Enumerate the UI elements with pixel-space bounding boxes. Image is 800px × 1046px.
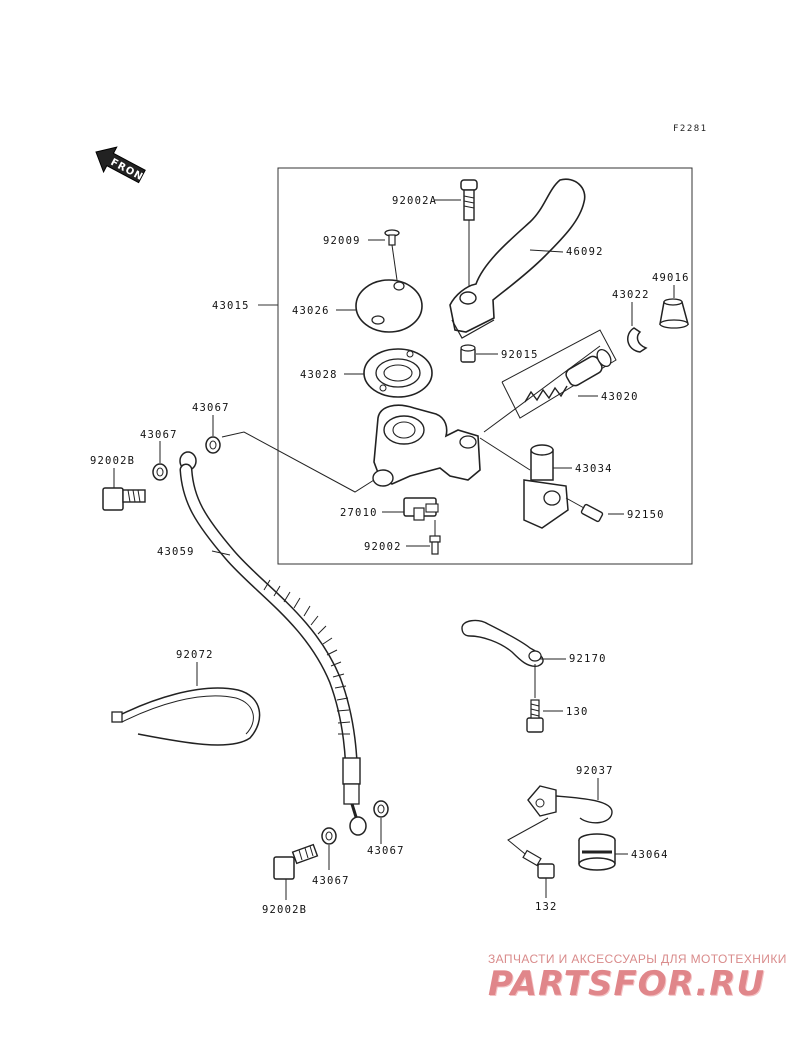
- label-92002B-bottom: 92002B: [262, 904, 307, 916]
- label-92015: 92015: [501, 349, 539, 361]
- label-43064: 43064: [631, 849, 669, 861]
- clamp-92037: [507, 778, 613, 859]
- figure-code: F2281: [673, 124, 708, 134]
- label-130: 130: [566, 706, 589, 718]
- hose-routing-line: [221, 431, 375, 493]
- hose-band-92072: [111, 662, 261, 746]
- label-43067-d: 43067: [312, 875, 350, 887]
- clamp-43034: [479, 437, 569, 529]
- bushing-92015: [460, 344, 476, 363]
- label-43020: 43020: [601, 391, 639, 403]
- washer-43067-c: [373, 800, 389, 844]
- label-43034: 43034: [575, 463, 613, 475]
- brake-lever-46092: [449, 178, 586, 339]
- bolt-130: [526, 699, 563, 733]
- washer-43067-d: [321, 827, 337, 870]
- label-43059: 43059: [157, 546, 195, 558]
- label-27010: 27010: [340, 507, 378, 519]
- bolt-132: [522, 849, 555, 898]
- front-arrow-icon: FRONT: [95, 146, 152, 187]
- washer-43067-b: [152, 441, 168, 481]
- screw-92009: [384, 229, 400, 281]
- label-43026: 43026: [292, 305, 330, 317]
- bolt-92150: [565, 497, 604, 523]
- label-43015: 43015: [212, 300, 250, 312]
- label-92037: 92037: [576, 765, 614, 777]
- label-49016: 49016: [652, 272, 690, 284]
- diaphragm-43028: [363, 348, 433, 398]
- washer-43067-a: [205, 415, 221, 454]
- reservoir-cap-43026: [355, 279, 423, 333]
- grommet-43064: [578, 833, 628, 871]
- label-92170: 92170: [569, 653, 607, 665]
- banjo-bolt-92002B-bottom: [273, 843, 319, 900]
- hose-clamp-92170: [461, 619, 566, 698]
- watermark-tagline: ЗАПЧАСТИ И АКСЕССУАРЫ ДЛЯ МОТОТЕХНИКИ: [488, 952, 787, 966]
- label-92002B-top: 92002B: [90, 455, 135, 467]
- banjo-bolt-92002B-top: [102, 468, 146, 511]
- label-92150: 92150: [627, 509, 665, 521]
- master-cylinder-body: [372, 345, 601, 487]
- label-43022: 43022: [612, 289, 650, 301]
- dust-boot-49016: [659, 285, 689, 329]
- front-arrow-label: FRONT: [109, 157, 152, 187]
- circlip-43022: [627, 302, 648, 353]
- screw-92002: [429, 520, 441, 555]
- label-43067-c: 43067: [367, 845, 405, 857]
- label-92002A: 92002A: [392, 195, 437, 207]
- piston-kit-43020: [501, 329, 617, 419]
- label-92002: 92002: [364, 541, 402, 553]
- watermark-brand-logo: PARTSFOR.RU: [488, 964, 766, 1004]
- label-92072: 92072: [176, 649, 214, 661]
- brake-switch-27010: [403, 497, 439, 521]
- label-132: 132: [535, 901, 558, 913]
- assembly-frame: [277, 167, 693, 565]
- label-92009: 92009: [323, 235, 361, 247]
- label-43028: 43028: [300, 369, 338, 381]
- pivot-bolt-92002A: [460, 179, 478, 290]
- brake-hose-43059: [179, 451, 367, 836]
- label-46092: 46092: [566, 246, 604, 258]
- label-43067-b: 43067: [140, 429, 178, 441]
- label-43067-a: 43067: [192, 402, 230, 414]
